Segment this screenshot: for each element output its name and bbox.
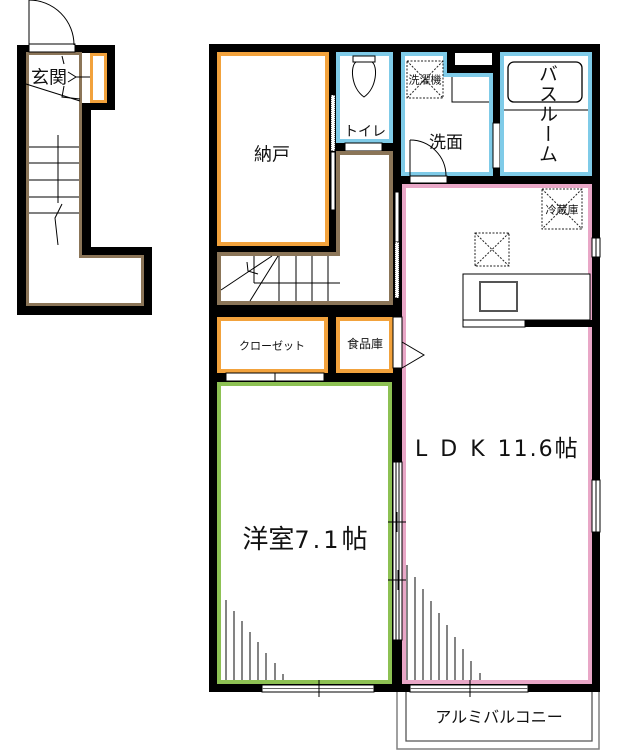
- western-ldk-sliding-door: [392, 461, 403, 641]
- toilet-floor: [340, 56, 389, 139]
- room-ldk: 冷蔵庫 LDK11.6帖: [402, 184, 601, 697]
- toilet-door-opening: [344, 142, 383, 152]
- balcony: アルミバルコニー: [396, 692, 600, 750]
- pantry-floor: [340, 321, 389, 369]
- bathroom-door-opening: [492, 122, 501, 169]
- front-door-swing-arc: [28, 0, 75, 46]
- western-room-area: 7.1: [294, 526, 341, 554]
- label-closet: クローゼット: [239, 340, 305, 353]
- label-washing-machine: 洗濯機: [409, 73, 442, 87]
- ldk-unit: 帖: [555, 436, 578, 462]
- shoe-cabinet: [93, 56, 104, 100]
- entrance-step-lines: [25, 55, 90, 102]
- storage-floor: [221, 56, 325, 242]
- shoe-cabinet-recess: [82, 53, 90, 103]
- hallway: [217, 151, 400, 305]
- western-room-unit: 帖: [342, 525, 368, 555]
- toilet-bowl-icon: [351, 55, 377, 98]
- balcony-inner-outline: [405, 692, 593, 742]
- kitchen-sink-icon: [479, 281, 518, 312]
- label-balcony: アルミバルコニー: [435, 708, 563, 727]
- pantry-door-icon: [401, 341, 425, 369]
- entrance-stairs: [29, 135, 79, 246]
- counter-panel: [462, 319, 526, 328]
- western-room-hatch-lines: [225, 600, 284, 680]
- label-washroom: 洗面: [429, 133, 463, 153]
- counter-wall: [525, 320, 592, 327]
- bathtub-icon: [507, 61, 583, 103]
- room-toilet: トイレ: [336, 52, 393, 189]
- ldk-hatch-lines: [406, 565, 481, 680]
- room-pantry: 食品庫: [336, 316, 425, 373]
- washing-machine-space: 洗濯機: [406, 60, 444, 99]
- front-door-opening: [28, 43, 76, 53]
- pantry-door-opening: [392, 316, 403, 369]
- room-washroom: 洗濯機 洗面: [401, 44, 522, 184]
- hallway-ldk-sliding-door: [394, 191, 400, 243]
- vanity-counter: [451, 77, 489, 103]
- room-western: 洋室7.1帖: [217, 382, 406, 697]
- closet-floor: [221, 321, 324, 369]
- label-entrance: 玄関: [31, 68, 67, 89]
- hallway-ldk-sliding-door-hidden: [394, 241, 400, 299]
- main-stairs: [220, 255, 340, 302]
- entrance-hall-floor: [29, 55, 141, 303]
- storage-sliding-door: [330, 151, 336, 211]
- ldk-floor: [406, 188, 588, 680]
- washroom-door-swing-arc: [409, 139, 447, 177]
- storage-sliding-door-hidden: [330, 94, 336, 152]
- western-room-floor: [221, 386, 388, 680]
- main-unit: 納戸 トイレ: [209, 44, 601, 750]
- washroom-window: [455, 53, 492, 65]
- washroom-door-opening: [409, 175, 448, 184]
- ldk-area: 11.6: [498, 437, 555, 462]
- label-toilet: トイレ: [344, 124, 386, 140]
- balcony-outer-outline: [396, 692, 600, 750]
- label-ldk: LDK11.6帖: [415, 436, 578, 462]
- label-western-room: 洋室7.1帖: [242, 525, 367, 555]
- label-bathroom: バスルーム: [536, 64, 558, 164]
- entrance-unit: 玄関: [17, 0, 152, 315]
- room-closet: クローゼット: [217, 317, 328, 403]
- western-room-name: 洋室: [242, 525, 294, 555]
- refrigerator-space: 冷蔵庫: [541, 188, 583, 230]
- ldk-name: LDK: [415, 437, 498, 462]
- room-storage: 納戸: [217, 52, 336, 246]
- label-storage: 納戸: [254, 145, 290, 166]
- bathroom-floor: [504, 56, 588, 172]
- label-pantry: 食品庫: [347, 336, 383, 351]
- label-refrigerator: 冷蔵庫: [546, 203, 579, 217]
- hallway-floor: [221, 155, 389, 301]
- range-hood-icon: [474, 232, 510, 267]
- room-bathroom: [500, 52, 592, 176]
